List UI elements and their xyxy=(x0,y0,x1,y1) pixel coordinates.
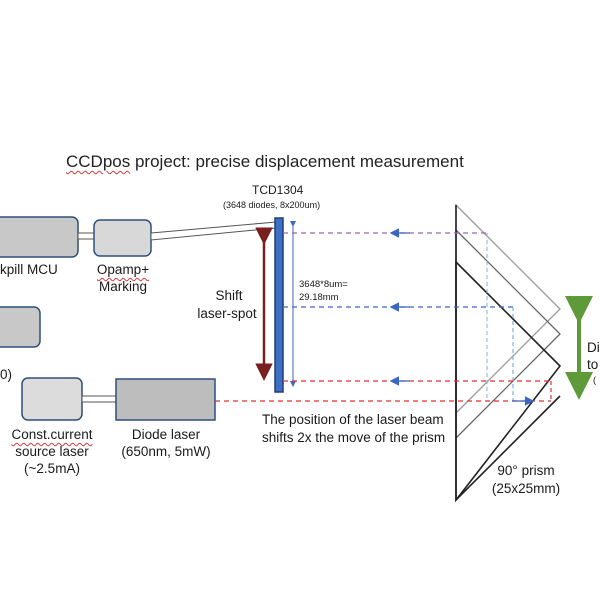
ribbon-cable xyxy=(150,221,277,241)
left-box-2 xyxy=(0,306,41,348)
prism-back xyxy=(455,203,561,415)
shift-label-2: laser-spot xyxy=(197,306,257,321)
opamp-label-1: Opamp+ xyxy=(92,262,154,278)
current-source-line3: (~2.5mA) xyxy=(24,461,80,476)
prism-mid xyxy=(455,228,561,440)
mcu-label: kpill MCU xyxy=(0,262,58,277)
partial-zero: 0) xyxy=(0,367,13,382)
connector-source-laser xyxy=(81,395,117,403)
displacement-label-1: Dis xyxy=(587,340,600,355)
note-line2: shifts 2x the move of the prism xyxy=(262,430,446,445)
diagram-title: CCDpos project: precise displacement mea… xyxy=(66,152,464,172)
sensor-length-2: 29.18mm xyxy=(299,292,339,303)
diode-laser-line2: (650nm, 5mW) xyxy=(121,444,211,459)
displacement-label-2: to xyxy=(587,357,599,372)
title-prefix: CCDpos xyxy=(66,152,131,171)
diode-laser-line1: Diode laser xyxy=(131,427,201,442)
displacement-label-3: ( xyxy=(593,375,596,385)
sensor-name: TCD1304 xyxy=(252,183,304,197)
current-source-line1: Const.current xyxy=(4,427,100,443)
current-source-box xyxy=(21,377,83,421)
current-source-line1-text: Const.current xyxy=(11,427,93,442)
title-rest: project: precise displacement measuremen… xyxy=(130,152,464,171)
opamp-label-1-text: Opamp+ xyxy=(96,262,150,277)
ccd-sensor-bar xyxy=(274,217,284,393)
prism-label-2: (25x25mm) xyxy=(491,481,561,496)
mcu-box xyxy=(0,216,79,258)
prism-main-edge xyxy=(455,205,561,502)
sensor-spec: (3648 diodes, 8x200um) xyxy=(223,200,321,210)
note-line1: The position of the laser beam xyxy=(262,412,444,427)
opamp-label-2: Marking xyxy=(98,279,147,294)
diode-laser-box xyxy=(115,378,216,421)
opamp-box xyxy=(93,219,152,257)
sensor-length-1: 3648*8um= xyxy=(299,279,348,290)
current-source-line2: source laser xyxy=(15,444,89,459)
prism-label-1: 90° prism xyxy=(497,463,555,478)
connector-mcu-opamp xyxy=(77,232,95,240)
shift-label-1: Shift xyxy=(215,288,243,303)
